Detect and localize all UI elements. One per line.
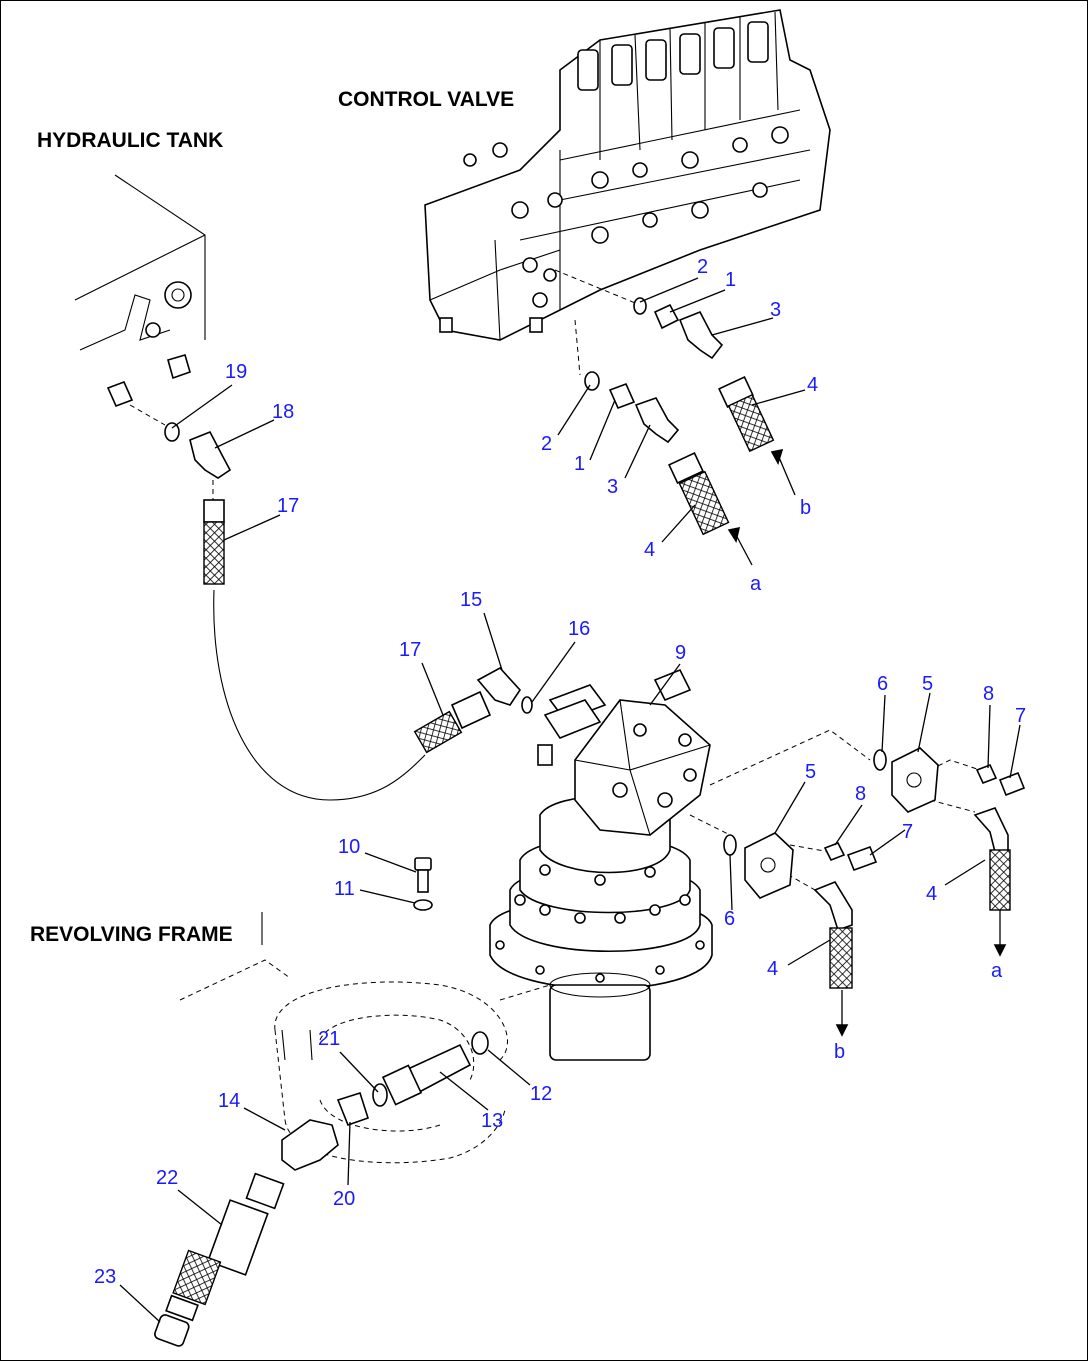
callout-4-lower: 4 (644, 539, 655, 561)
flow-line-tank (129, 404, 166, 426)
callout-6-b: 6 (724, 908, 735, 930)
flow-line-port-b (689, 814, 731, 836)
callout-a-motor: a (991, 960, 1003, 982)
callouts: 2 1 3 4 b 2 1 3 4 a 19 18 17 15 16 17 9 … (94, 256, 1026, 1288)
callout-1-upper: 1 (725, 269, 736, 291)
callout-14: 14 (218, 1090, 240, 1112)
title-control-valve: CONTROL VALVE (338, 88, 514, 111)
hydraulic-tank-assembly (74, 174, 232, 585)
callout-22: 22 (156, 1167, 178, 1189)
revolving-frame-fittings (154, 1031, 489, 1347)
flow-line-port-a (709, 729, 871, 786)
callout-6-a: 6 (877, 673, 888, 695)
flow-line-port-a-2 (929, 759, 981, 771)
callout-15: 15 (460, 589, 482, 611)
callout-b-motor: b (834, 1041, 845, 1063)
callout-1-lower: 1 (574, 453, 585, 475)
title-revolving-frame: REVOLVING FRAME (30, 923, 233, 946)
flow-line-cv-lower (574, 319, 581, 376)
cv-upper-fitting-chain (633, 297, 796, 496)
callout-8-a: 8 (983, 683, 994, 705)
callout-3-upper: 3 (770, 299, 781, 321)
callout-23: 23 (94, 1266, 116, 1288)
flow-line-cv-upper (554, 269, 641, 306)
control-valve-assembly (424, 9, 831, 341)
callout-11: 11 (334, 878, 355, 900)
revolving-frame (179, 959, 551, 1164)
callout-12: 12 (530, 1083, 552, 1105)
bolt-and-washer (413, 857, 433, 911)
drain-hose (213, 589, 426, 801)
callout-a-lower: a (750, 573, 762, 595)
cv-lower-fitting-chain (584, 371, 753, 566)
callout-16: 16 (568, 618, 590, 640)
callout-20: 20 (333, 1188, 355, 1210)
flow-line-port-b-2 (789, 844, 831, 853)
callout-4-b: 4 (767, 958, 778, 980)
callout-7-a: 7 (1015, 705, 1026, 727)
callout-8-b: 8 (855, 783, 866, 805)
callout-19: 19 (225, 361, 247, 383)
swing-motor-assembly (489, 668, 713, 1061)
callout-4-upper: 4 (807, 374, 818, 396)
callout-b-upper: b (800, 497, 811, 519)
callout-18: 18 (272, 401, 294, 423)
flange-port-b (723, 832, 878, 1037)
callout-17-motor: 17 (399, 639, 421, 661)
callout-5-a: 5 (922, 673, 933, 695)
callout-3-lower: 3 (607, 476, 618, 498)
callout-2-lower: 2 (541, 433, 552, 455)
callout-4-a: 4 (926, 883, 937, 905)
callout-10: 10 (338, 836, 360, 858)
callout-21: 21 (318, 1028, 340, 1050)
flow-line-port-b-3 (779, 869, 816, 891)
callout-7-b: 7 (902, 821, 913, 843)
callout-9: 9 (675, 642, 686, 664)
callout-2-upper: 2 (697, 256, 708, 278)
callout-13: 13 (481, 1110, 503, 1132)
callout-17-tank: 17 (277, 495, 299, 517)
title-hydraulic-tank: HYDRAULIC TANK (37, 129, 223, 152)
flow-line-port-a-3 (929, 799, 976, 813)
leader-lines (119, 277, 1021, 1323)
flange-port-a (873, 747, 1026, 957)
callout-5-b: 5 (805, 761, 816, 783)
motor-drain-fitting (413, 666, 533, 754)
